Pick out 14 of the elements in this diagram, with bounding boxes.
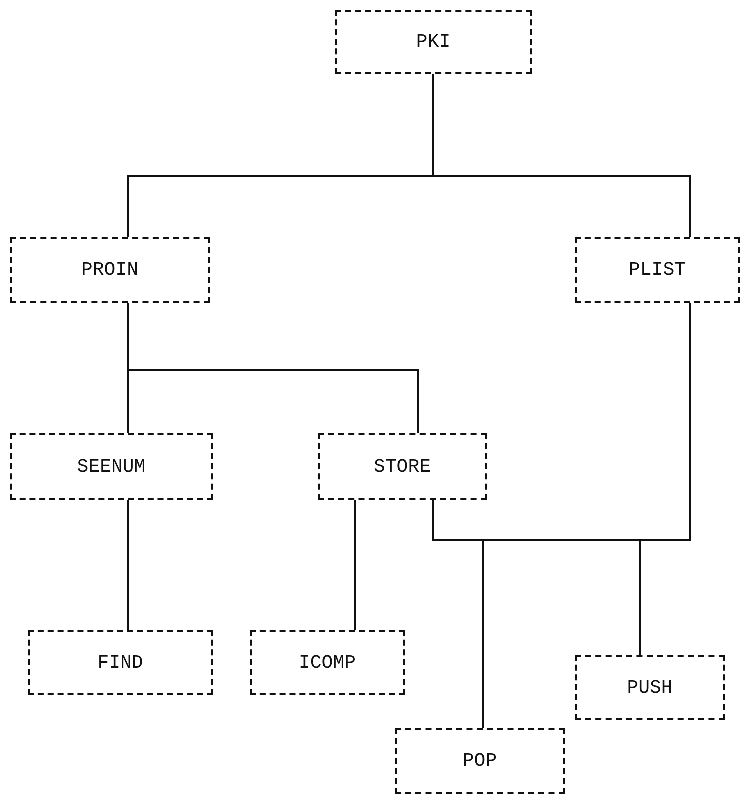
module-box: PLIST bbox=[575, 237, 740, 303]
connector-line bbox=[432, 74, 691, 237]
module-box: FIND bbox=[28, 630, 213, 695]
module-box: PKI bbox=[335, 10, 532, 74]
module-box: PUSH bbox=[575, 655, 725, 720]
connector-line bbox=[127, 500, 129, 630]
module-box: POP bbox=[395, 728, 565, 794]
module-box: SEENUM bbox=[10, 433, 213, 500]
connector-line bbox=[354, 500, 356, 630]
module-box: STORE bbox=[318, 433, 487, 500]
module-box: PROIN bbox=[10, 237, 210, 303]
connector-line bbox=[127, 303, 419, 433]
module-box: ICOMP bbox=[250, 630, 405, 695]
connector-line bbox=[639, 303, 691, 655]
